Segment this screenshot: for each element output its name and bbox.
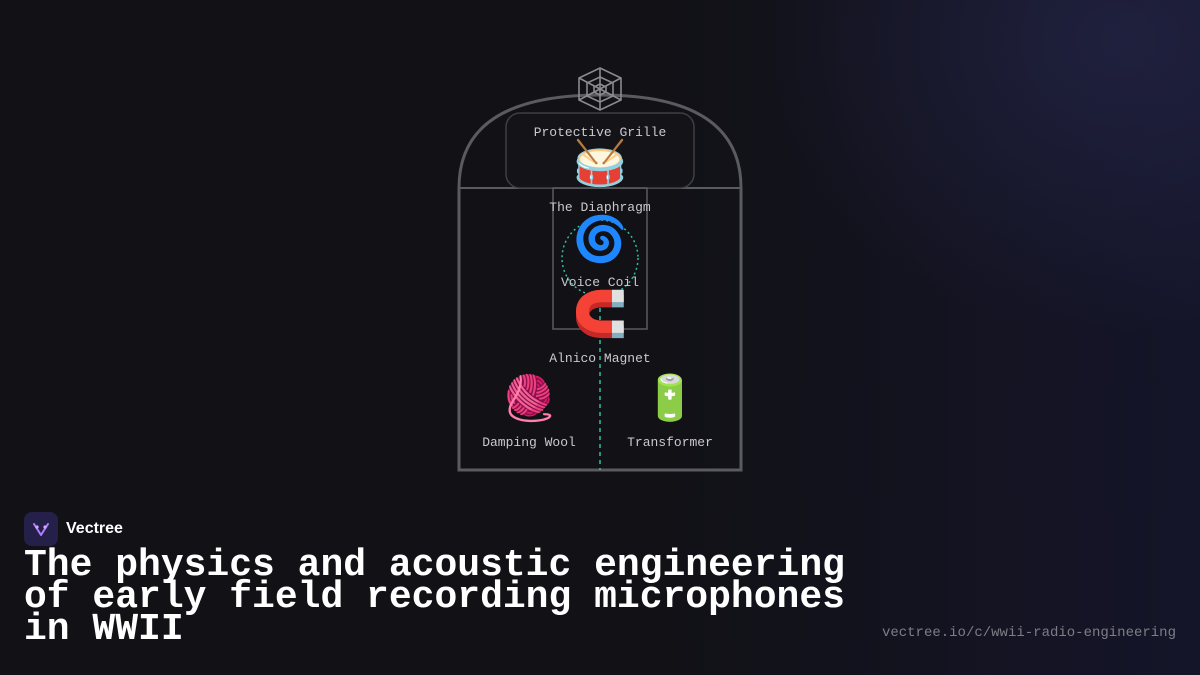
- magnet-icon: 🧲: [572, 289, 628, 340]
- spiral-icon: 🌀: [572, 214, 628, 265]
- vectree-logo-icon: [24, 512, 58, 546]
- spider-web-icon: [578, 67, 622, 111]
- capsule-housing: [552, 187, 648, 330]
- brand-name: Vectree: [66, 520, 123, 537]
- diaphragm-label: The Diaphragm: [549, 200, 651, 215]
- damping-wool-label: Damping Wool: [482, 435, 576, 450]
- voice-coil-label: Voice Coil: [560, 275, 640, 290]
- grille-label: Protective Grille: [533, 125, 667, 140]
- battery-icon: 🔋: [642, 373, 698, 424]
- magnet-label: Alnico Magnet: [549, 351, 651, 366]
- yarn-ball-icon: 🧶: [501, 373, 557, 424]
- transformer-label: Transformer: [627, 435, 713, 450]
- drum-icon: 🥁: [572, 138, 628, 189]
- source-url[interactable]: vectree.io/c/wwii-radio-engineering: [881, 625, 1176, 641]
- page-title: The physics and acoustic engineering of …: [24, 544, 845, 651]
- brand[interactable]: Vectree: [24, 512, 123, 546]
- voice-coil-field-ring: [561, 219, 639, 297]
